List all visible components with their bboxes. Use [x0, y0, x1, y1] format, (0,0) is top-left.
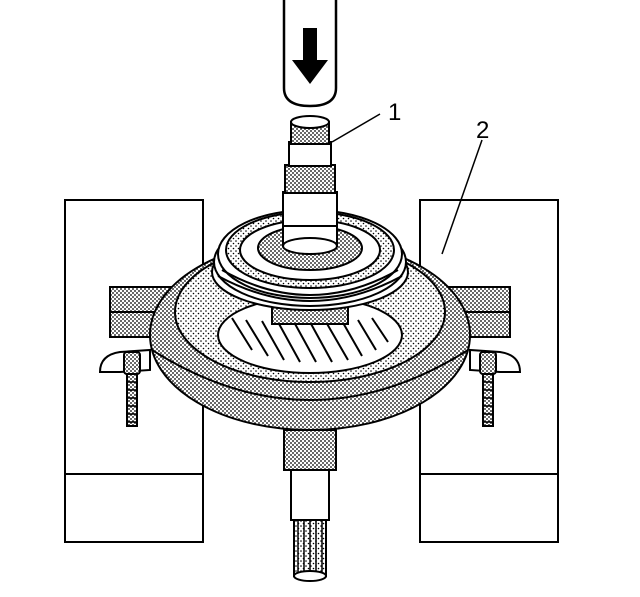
callout-leaders: [331, 113, 483, 255]
press-ram: [282, 0, 338, 108]
callout-label-2: 2: [476, 117, 489, 144]
output-shaft: [283, 429, 337, 582]
right-clamp-bolt: [469, 348, 522, 427]
bearing: [211, 209, 409, 311]
down-arrow-icon: [292, 28, 328, 84]
leader-line-2: [441, 139, 483, 255]
leader-line-1: [331, 113, 381, 143]
callout-label-1: 1: [388, 99, 401, 126]
left-clamp-bolt: [98, 348, 151, 427]
input-shaft: [282, 115, 338, 255]
